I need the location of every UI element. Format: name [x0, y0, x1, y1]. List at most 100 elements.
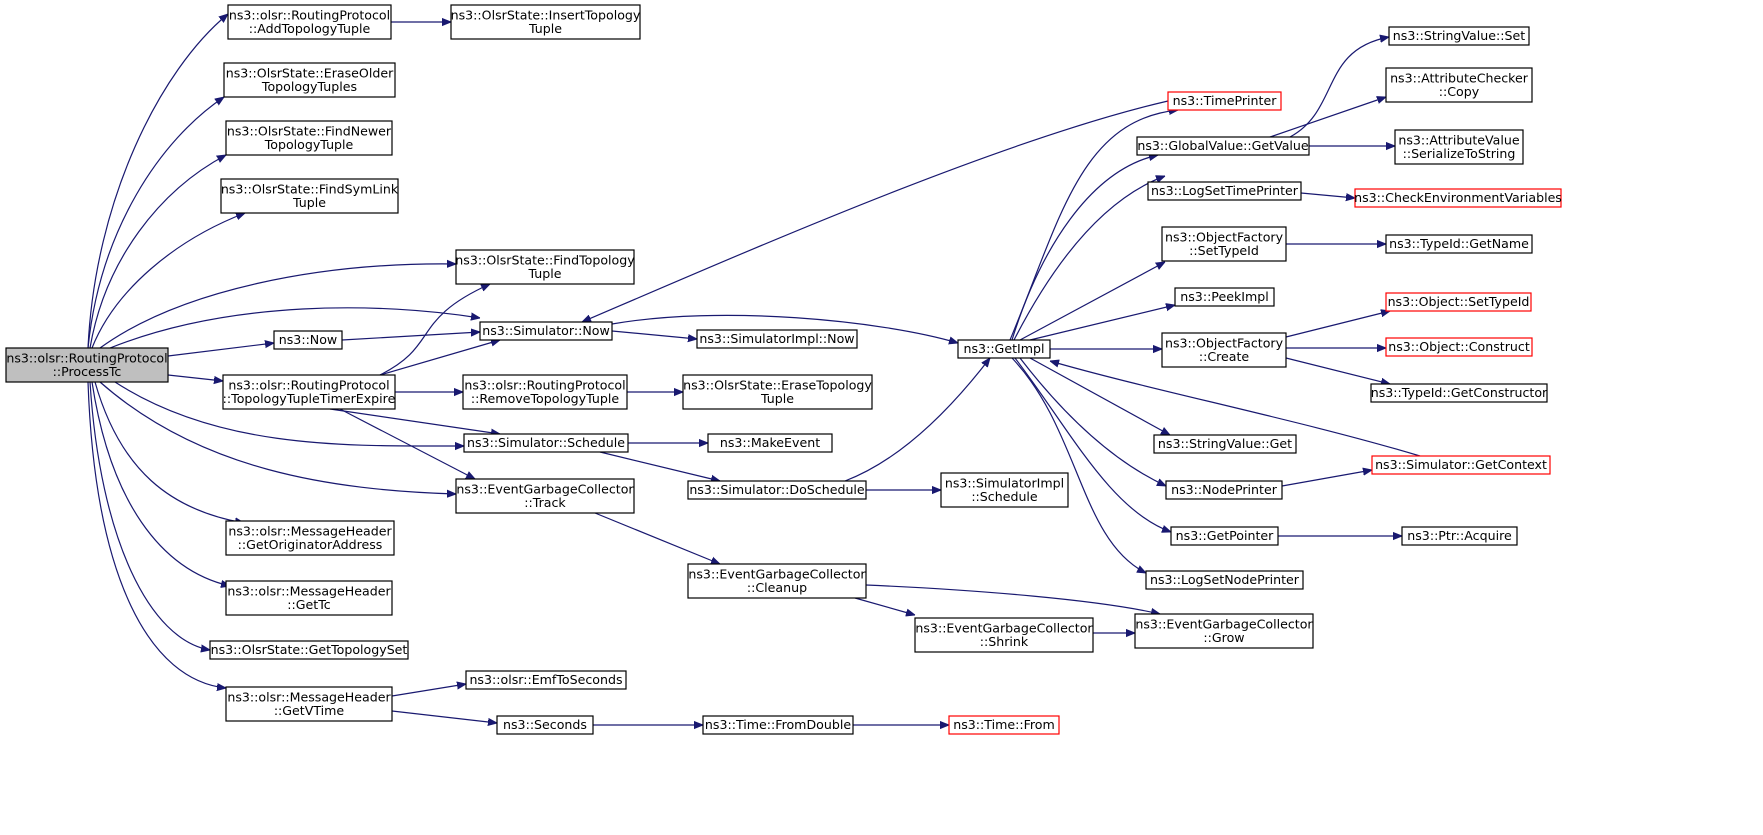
node-label: ns3::CheckEnvironmentVariables: [1354, 190, 1562, 205]
edge-root-to-findSymLink: [91, 213, 245, 349]
node-schedule[interactable]: ns3::Simulator::Schedule: [463, 433, 629, 453]
node-svGet[interactable]: ns3::StringValue::Get: [1153, 434, 1297, 454]
edge-getVTime-to-seconds: [391, 710, 497, 723]
node-ofSetTypeId[interactable]: ns3::ObjectFactory::SetTypeId: [1161, 226, 1287, 262]
node-label: Tuple: [292, 195, 326, 210]
node-label: ns3::Object::Construct: [1388, 339, 1530, 354]
node-removeTopo[interactable]: ns3::olsr::RoutingProtocol::RemoveTopolo…: [462, 374, 628, 410]
node-label: ::GetVTime: [274, 703, 345, 718]
node-avSerialize[interactable]: ns3::AttributeValue::SerializeToString: [1394, 129, 1524, 165]
node-label: ns3::AttributeValue: [1398, 132, 1519, 147]
node-getVTime[interactable]: ns3::olsr::MessageHeader::GetVTime: [225, 686, 393, 722]
edge-schedule-to-doSchedule: [599, 451, 720, 481]
node-box: [1385, 292, 1532, 312]
node-label: ns3::AttributeChecker: [1390, 70, 1529, 85]
node-logSetTime[interactable]: ns3::LogSetTimePrinter: [1147, 181, 1302, 201]
edge-topoExpire-to-simNow: [379, 340, 500, 376]
node-label: ns3::SimulatorImpl: [945, 475, 1064, 490]
node-label: ns3::OlsrState::EraseOlder: [226, 65, 394, 80]
node-getName[interactable]: ns3::TypeId::GetName: [1385, 234, 1533, 254]
node-box: [220, 178, 399, 214]
node-box: [707, 433, 833, 453]
node-gvGetValue[interactable]: ns3::GlobalValue::GetValue: [1136, 136, 1310, 156]
node-label: ns3::GlobalValue::GetValue: [1137, 138, 1309, 153]
node-box: [227, 4, 392, 40]
node-objConstruct[interactable]: ns3::Object::Construct: [1385, 337, 1533, 357]
node-label: ns3::olsr::EmfToSeconds: [469, 672, 622, 687]
node-timeFrom[interactable]: ns3::Time::From: [948, 715, 1060, 735]
node-shrink[interactable]: ns3::EventGarbageCollector::Shrink: [914, 617, 1094, 653]
node-fromDouble[interactable]: ns3::Time::FromDouble: [702, 715, 854, 735]
node-addTopo[interactable]: ns3::olsr::RoutingProtocol::AddTopologyT…: [227, 4, 392, 40]
node-checkEnv[interactable]: ns3::CheckEnvironmentVariables: [1354, 188, 1562, 208]
node-doSchedule[interactable]: ns3::Simulator::DoSchedule: [687, 480, 867, 500]
node-seconds[interactable]: ns3::Seconds: [496, 715, 594, 735]
node-box: [465, 670, 627, 690]
node-simNow[interactable]: ns3::Simulator::Now: [479, 321, 613, 341]
node-getTopoSet[interactable]: ns3::OlsrState::GetTopologySet: [209, 640, 409, 660]
node-label: ns3::LogSetTimePrinter: [1151, 183, 1299, 198]
node-ptrAcquire[interactable]: ns3::Ptr::Acquire: [1401, 526, 1518, 546]
node-getContext[interactable]: ns3::Simulator::GetContext: [1371, 455, 1551, 475]
node-box: [1385, 337, 1533, 357]
node-topoExpire[interactable]: ns3::olsr::RoutingProtocol::TopologyTupl…: [222, 374, 396, 410]
node-makeEvent[interactable]: ns3::MakeEvent: [707, 433, 833, 453]
edge-root-to-now: [167, 343, 274, 357]
node-box: [496, 715, 594, 735]
node-label: ns3::EventGarbageCollector: [1135, 616, 1313, 631]
node-box: [1161, 332, 1287, 368]
node-box: [1394, 129, 1524, 165]
node-box: [1161, 226, 1287, 262]
node-acCopy[interactable]: ns3::AttributeChecker::Copy: [1385, 67, 1533, 103]
edge-root-to-getVTime: [87, 381, 226, 688]
node-label: ns3::Time::FromDouble: [705, 717, 851, 732]
edge-getContext-to-getImpl: [1050, 361, 1421, 457]
node-grow[interactable]: ns3::EventGarbageCollector::Grow: [1134, 613, 1314, 649]
node-now[interactable]: ns3::Now: [273, 330, 343, 350]
node-peekImpl[interactable]: ns3::PeekImpl: [1174, 287, 1275, 307]
edge-gvGetValue-to-acCopy: [1269, 97, 1386, 138]
edge-getImpl-to-peekImpl: [1029, 305, 1175, 341]
node-label: ::RemoveTopologyTuple: [471, 391, 619, 406]
node-box: [1145, 570, 1304, 590]
node-box: [1153, 434, 1297, 454]
node-box: [696, 329, 858, 349]
edge-topoExpire-to-track: [339, 408, 475, 479]
node-timePrinter[interactable]: ns3::TimePrinter: [1167, 91, 1282, 111]
node-implNow[interactable]: ns3::SimulatorImpl::Now: [696, 329, 858, 349]
node-label: ns3::OlsrState::FindSymLink: [221, 181, 399, 196]
node-implSchedule[interactable]: ns3::SimulatorImpl::Schedule: [940, 472, 1069, 508]
node-box: [682, 374, 873, 410]
node-getPointer[interactable]: ns3::GetPointer: [1170, 526, 1279, 546]
node-label: ns3::OlsrState::GetTopologySet: [211, 642, 408, 657]
edge-root-to-addTopo: [87, 14, 228, 349]
node-getTc[interactable]: ns3::olsr::MessageHeader::GetTc: [225, 580, 393, 616]
node-label: ns3::OlsrState::InsertTopology: [451, 7, 641, 22]
node-emf[interactable]: ns3::olsr::EmfToSeconds: [465, 670, 627, 690]
node-getCtor[interactable]: ns3::TypeId::GetConstructor: [1370, 383, 1548, 403]
node-label: ns3::MakeEvent: [720, 435, 820, 450]
node-getOrig[interactable]: ns3::olsr::MessageHeader::GetOriginatorA…: [225, 520, 395, 556]
node-box: [687, 480, 867, 500]
node-label: ns3::Simulator::GetContext: [1375, 457, 1547, 472]
node-ofCreate[interactable]: ns3::ObjectFactory::Create: [1161, 332, 1287, 368]
node-nodePrinter[interactable]: ns3::NodePrinter: [1165, 480, 1283, 500]
edge-topoExpire-to-findTopo: [379, 283, 490, 376]
node-svSet[interactable]: ns3::StringValue::Set: [1388, 26, 1530, 46]
node-getImpl[interactable]: ns3::GetImpl: [957, 339, 1051, 359]
node-label: ::Shrink: [980, 634, 1029, 649]
edge-root-to-schedule: [114, 381, 464, 446]
node-root[interactable]: ns3::olsr::RoutingProtocol::ProcessTc: [5, 347, 169, 383]
node-track[interactable]: ns3::EventGarbageCollector::Track: [455, 478, 635, 514]
edge-doSchedule-to-getImpl: [844, 358, 990, 482]
node-cleanup[interactable]: ns3::EventGarbageCollector::Cleanup: [687, 563, 867, 599]
node-objSetTypeId[interactable]: ns3::Object::SetTypeId: [1385, 292, 1532, 312]
edge-gvGetValue-to-svSet: [1289, 37, 1389, 138]
node-logSetNode[interactable]: ns3::LogSetNodePrinter: [1145, 570, 1304, 590]
